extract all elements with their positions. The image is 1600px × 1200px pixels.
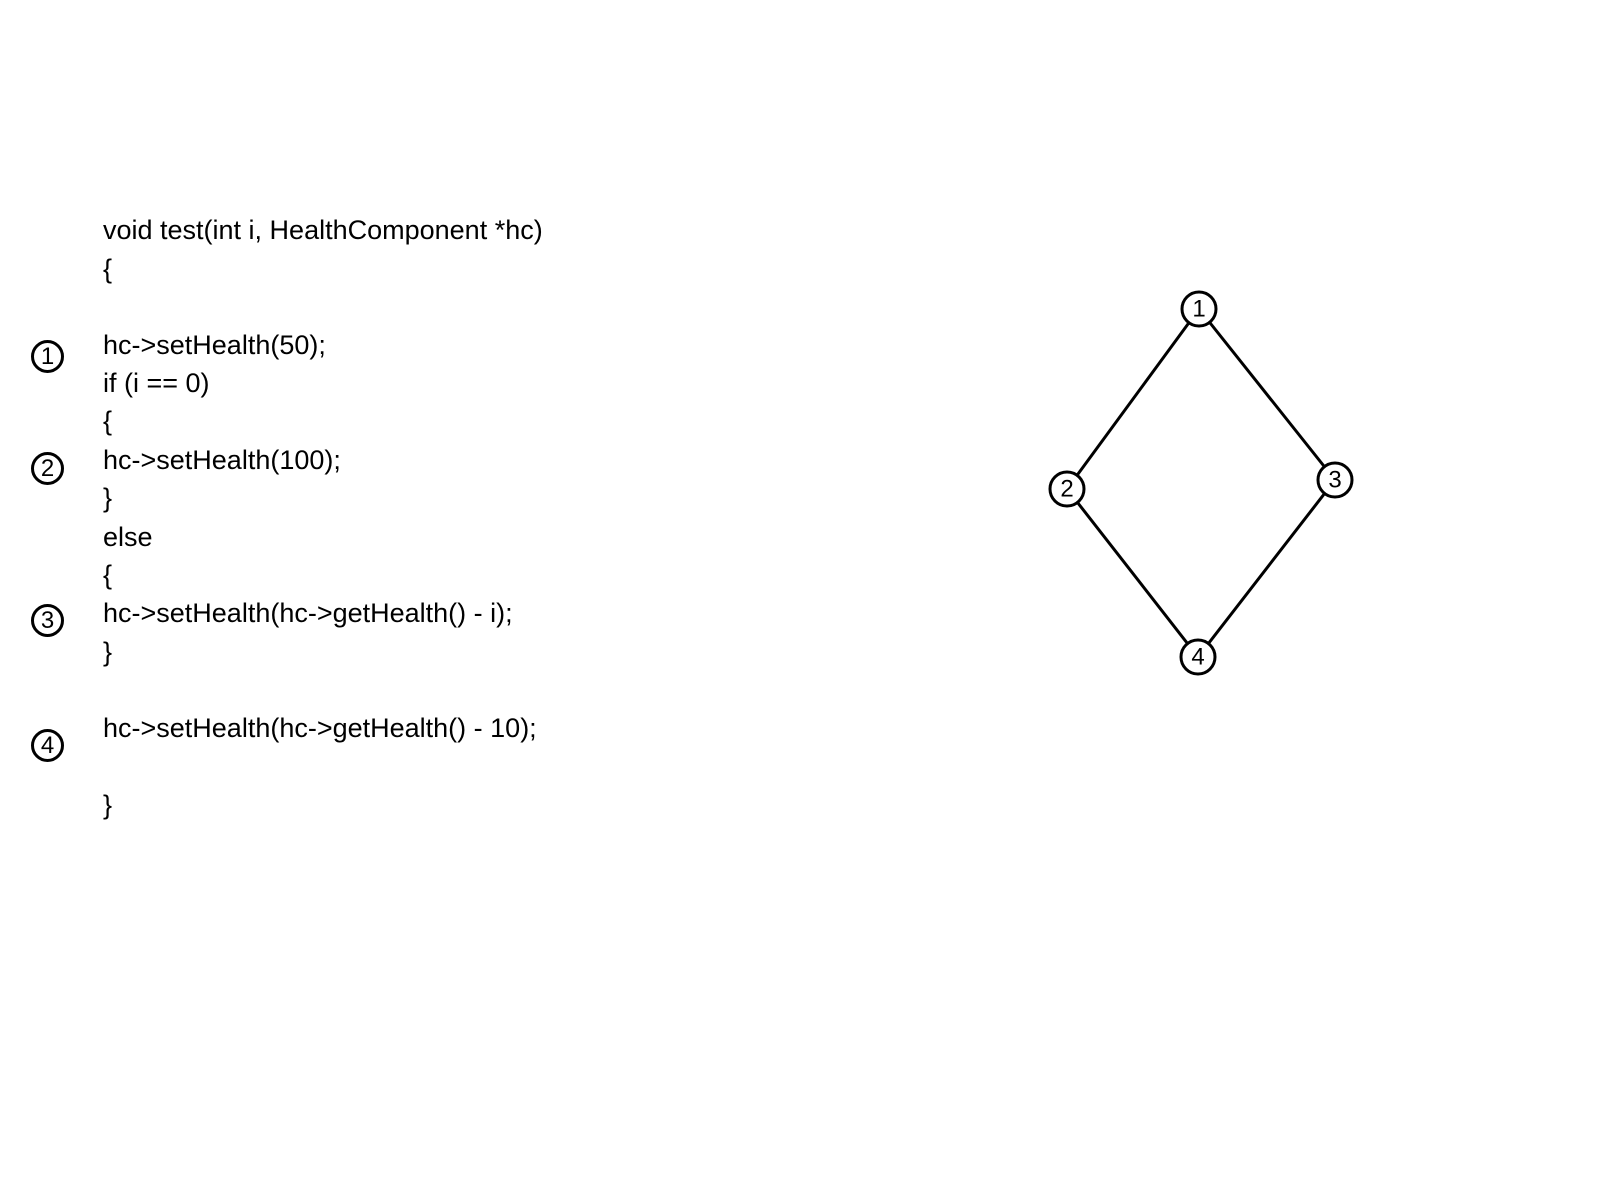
- graph-node-circle: [1180, 290, 1218, 328]
- code-line-open-brace: {: [103, 254, 113, 284]
- graph-edge-3-4: [1196, 479, 1337, 658]
- code-line-set-health-100: hc->setHealth(100);: [103, 445, 341, 475]
- block-marker-label: 1: [40, 342, 55, 370]
- graph-edges: [1065, 308, 1337, 658]
- graph-node-label: 3: [1328, 466, 1341, 493]
- block-marker-4: 4: [31, 729, 64, 762]
- graph-edge-2-4: [1065, 488, 1200, 658]
- graph-node-3: 3: [1316, 461, 1354, 499]
- block-marker-2: 2: [31, 452, 64, 485]
- graph-edge-1-2: [1065, 308, 1201, 490]
- graph-edge-1-3: [1197, 308, 1337, 481]
- code-line-set-health-50: hc->setHealth(50);: [103, 330, 326, 360]
- code-line-else: else: [103, 522, 153, 552]
- graph-node-4: 4: [1179, 638, 1217, 676]
- code-line-set-health-minus-i: hc->setHealth(hc->getHealth() - i);: [103, 598, 513, 628]
- code-line-if-close-brace: }: [103, 483, 113, 513]
- graph-node-circle: [1048, 470, 1086, 508]
- graph-node-circle: [1179, 638, 1217, 676]
- block-marker-1: 1: [31, 340, 64, 373]
- code-line-else-close-brace: }: [103, 637, 113, 667]
- block-marker-label: 4: [40, 731, 55, 759]
- code-line-set-health-minus-10: hc->setHealth(hc->getHealth() - 10);: [103, 713, 537, 743]
- graph-node-label: 2: [1060, 475, 1073, 502]
- code-line-function-signature: void test(int i, HealthComponent *hc): [103, 215, 543, 245]
- graph-node-2: 2: [1048, 470, 1086, 508]
- graph-node-label: 4: [1191, 643, 1204, 670]
- block-marker-label: 2: [40, 454, 55, 482]
- graph-nodes: 1 2 3 4: [1048, 290, 1354, 676]
- graph-node-1: 1: [1180, 290, 1218, 328]
- code-line-if-condition: if (i == 0): [103, 368, 210, 398]
- graph-node-circle: [1316, 461, 1354, 499]
- block-marker-label: 3: [40, 606, 55, 634]
- block-marker-3: 3: [31, 604, 64, 637]
- graph-node-label: 1: [1192, 295, 1205, 322]
- code-line-else-open-brace: {: [103, 560, 113, 590]
- code-line-close-brace: }: [103, 790, 113, 820]
- code-line-if-open-brace: {: [103, 406, 113, 436]
